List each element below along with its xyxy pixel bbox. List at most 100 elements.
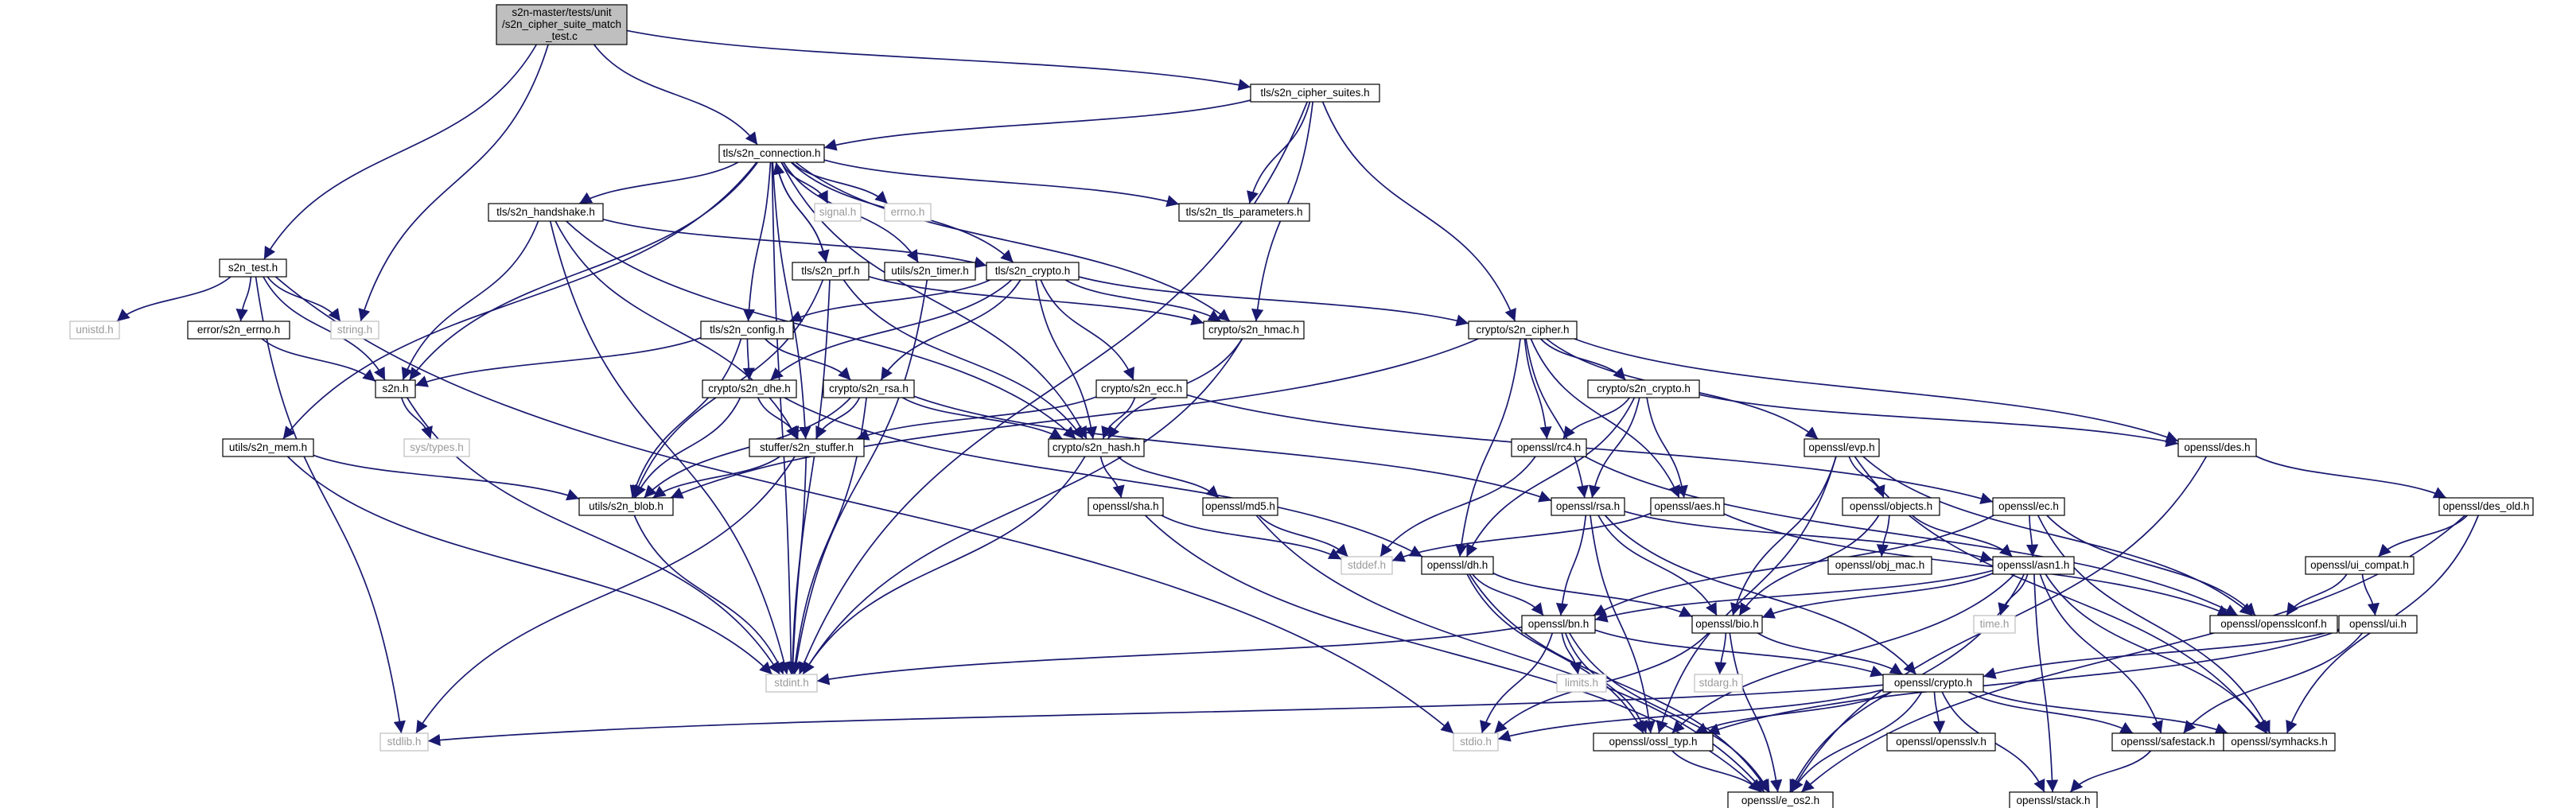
node-label-ossl_rc4: openssl/rc4.h [1517,441,1581,453]
node-box-ossl_conf [2209,615,2338,634]
node-ossl_des_old[interactable]: openssl/des_old.h [2438,497,2534,516]
node-label-string: string.h [337,324,372,336]
node-tls_hs[interactable]: tls/s2n_handshake.h [488,203,604,222]
node-box-err_errno [187,320,290,340]
node-ossl_evp[interactable]: openssl/evp.h [1804,438,1880,457]
node-ossl_asn1[interactable]: openssl/asn1.h [1992,556,2075,575]
edge-tls_prf-to-crypto_hash [842,279,1084,440]
nodes-layer: s2n-master/tests/unit/s2n_cipher_suite_m… [69,4,2534,808]
node-tls_conn[interactable]: tls/s2n_connection.h [718,144,825,163]
node-stuffer[interactable]: stuffer/s2n_stuffer.h [749,438,865,457]
node-crypto_cipher[interactable]: crypto/s2n_cipher.h [1468,320,1578,340]
edge-stuffer-to-stdint [786,456,807,675]
node-s2n_test[interactable]: s2n_test.h [219,258,287,278]
edge-ossl_bn-to-stdio [1480,632,1554,734]
node-ossl_stack[interactable]: openssl/stack.h [2009,791,2098,808]
edge-crypto_crypto-to-ossl_rc4 [1562,397,1630,440]
node-box-ossl_e_os2 [1727,791,1834,808]
node-box-ossl_des [2177,438,2257,457]
node-utils_mem[interactable]: utils/s2n_mem.h [222,438,314,457]
node-crypto_dhe[interactable]: crypto/s2n_dhe.h [702,379,797,398]
edge-tls_suites-to-tls_params [1247,101,1311,204]
edge-ossl_rsa-to-ossl_types [1590,515,1656,734]
node-tls_config[interactable]: tls/s2n_config.h [700,320,794,340]
node-ossl_rc4[interactable]: openssl/rc4.h [1511,438,1587,457]
node-label-tls_config: tls/s2n_config.h [710,324,784,336]
node-crypto_ecc[interactable]: crypto/s2n_ecc.h [1095,379,1188,398]
edge-tls_conn-to-errno [791,161,889,204]
node-crypto_crypto[interactable]: crypto/s2n_crypto.h [1587,379,1700,398]
node-label-ossl_evp: openssl/evp.h [1808,441,1874,453]
node-label-limits: limits.h [1565,677,1598,689]
node-utils_blob[interactable]: utils/s2n_blob.h [578,497,674,516]
node-ossl_md5[interactable]: openssl/md5.h [1202,497,1278,516]
edge-tls_crypto-to-crypto_ecc [1040,279,1134,381]
edge-tls_config-to-crypto_dhe [742,338,755,381]
edge-ossl_evp-to-ossl_conf [1862,456,2253,616]
node-ossl_ec[interactable]: openssl/ec.h [1992,497,2065,516]
node-tls_prf[interactable]: tls/s2n_prf.h [792,262,870,281]
node-tls_crypto[interactable]: tls/s2n_crypto.h [986,262,1080,281]
node-label-ossl_asn1: openssl/asn1.h [1998,559,2070,571]
edge-tls_crypto-to-crypto_dhe [769,279,1013,381]
edge-ossl_sha-to-stddef [1161,515,1342,560]
edge-tls_prf-to-stdint [787,279,831,675]
node-root[interactable]: s2n-master/tests/unit/s2n_cipher_suite_m… [496,4,628,45]
node-box-ossl_stack [2009,791,2098,808]
node-box-stdint [765,674,818,693]
node-crypto_hash[interactable]: crypto/s2n_hash.h [1048,438,1145,457]
node-ossl_bio[interactable]: openssl/bio.h [1691,615,1763,634]
node-ossl_rsa[interactable]: openssl/rsa.h [1551,497,1625,516]
node-ossl_opensslv[interactable]: openssl/opensslv.h [1886,732,1996,752]
node-ossl_sha[interactable]: openssl/sha.h [1088,497,1164,516]
edge-ossl_rsa-to-ossl_asn1 [1624,511,1994,563]
node-label-crypto_rsa: crypto/s2n_rsa.h [829,383,909,394]
node-label-crypto_crypto: crypto/s2n_crypto.h [1597,383,1691,394]
node-s2n_h[interactable]: s2n.h [375,379,416,398]
node-box-ossl_bio [1691,615,1763,634]
node-ossl_symhacks[interactable]: openssl/symhacks.h [2223,732,2336,752]
node-label-ossl_rsa: openssl/rsa.h [1556,500,1620,512]
node-ossl_dh[interactable]: openssl/dh.h [1421,556,1494,575]
edge-ossl_safestack-to-ossl_stack [2069,750,2152,793]
node-label-unistd: unistd.h [76,324,113,336]
edge-utils_timer-to-stdint [790,279,928,675]
node-ossl_aes[interactable]: openssl/aes.h [1650,497,1725,516]
node-ossl_crypto[interactable]: openssl/crypto.h [1882,674,1984,693]
node-ossl_safestack[interactable]: openssl/safestack.h [2111,732,2224,752]
node-label-ossl_ec: openssl/ec.h [1998,500,2059,512]
node-utils_timer[interactable]: utils/s2n_timer.h [884,262,976,281]
node-box-tls_params [1178,203,1310,222]
edge-utils_mem-to-utils_blob [313,454,580,501]
node-label-utils_blob: utils/s2n_blob.h [589,500,663,512]
node-ossl_objects[interactable]: openssl/objects.h [1842,497,1940,516]
node-crypto_hmac[interactable]: crypto/s2n_hmac.h [1203,320,1305,340]
edge-ossl_asn1-to-ossl_bio [1761,573,1994,619]
node-ossl_uicompat[interactable]: openssl/ui_compat.h [2305,556,2415,575]
node-ossl_e_os2[interactable]: openssl/e_os2.h [1727,791,1834,808]
node-ossl_types[interactable]: openssl/ossl_typ.h [1593,732,1714,752]
node-ossl_conf[interactable]: openssl/opensslconf.h [2209,615,2338,634]
node-ossl_des[interactable]: openssl/des.h [2177,438,2257,457]
node-crypto_rsa[interactable]: crypto/s2n_rsa.h [823,379,915,398]
node-box-sys_types [403,438,470,457]
node-tls_params[interactable]: tls/s2n_tls_parameters.h [1178,203,1310,222]
edge-ossl_ec-to-ossl_conf [2046,515,2256,616]
edge-tls_hs-to-s2n_h [401,220,539,381]
node-err_errno[interactable]: error/s2n_errno.h [187,320,290,340]
node-label-ossl_uicompat: openssl/ui_compat.h [2310,559,2409,571]
node-tls_suites[interactable]: tls/s2n_cipher_suites.h [1250,84,1380,103]
node-label-s2n_test: s2n_test.h [228,262,278,274]
node-stdio: stdio.h [1453,732,1499,752]
node-box-root [496,4,628,45]
edge-tls_conn-to-crypto_hmac [795,161,1231,322]
node-label-stdio: stdio.h [1460,736,1492,748]
edge-ossl_bn-to-stdint [816,626,1523,686]
edge-tls_suites-to-tls_conn [823,99,1251,151]
node-label-signal: signal.h [819,206,857,218]
node-ossl_ui[interactable]: openssl/ui.h [2338,615,2418,634]
node-ossl_bn[interactable]: openssl/bn.h [1521,615,1596,634]
edge-err_errno-to-s2n_h [261,338,376,383]
edge-tls_conn-to-s2n_h [408,161,759,381]
node-ossl_objmac[interactable]: openssl/obj_mac.h [1827,556,1932,575]
